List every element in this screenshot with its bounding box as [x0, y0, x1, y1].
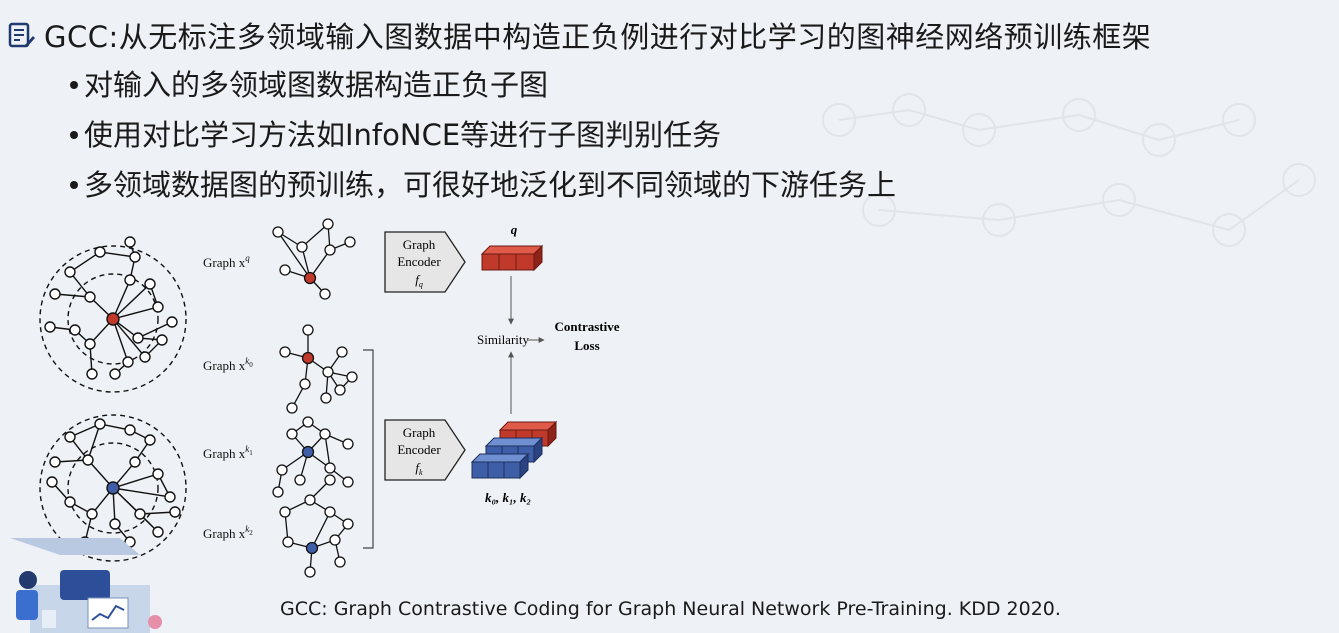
svg-text:Graph: Graph — [403, 237, 436, 252]
bullet-item: 对输入的多领域图数据构造正负子图 — [70, 60, 896, 110]
svg-text:Encoder: Encoder — [397, 442, 441, 457]
background-decoration — [822, 93, 1316, 247]
bullet-text: 多领域数据图的预训练，可很好地泛化到不同领域的下游任务上 — [84, 168, 897, 202]
bullet-item: 多领域数据图的预训练，可很好地泛化到不同领域的下游任务上 — [70, 160, 896, 210]
svg-text:fq: fq — [415, 272, 423, 289]
encoder-q: Graph Encoder fq — [384, 231, 466, 293]
slide-title-row: GCC:从无标注多领域输入图数据中构造正负例进行对比学习的图神经网络预训练框架 — [6, 14, 1151, 56]
graph-k2-label: Graph xk2 — [203, 524, 253, 541]
graph-k1-label: Graph xk1 — [203, 444, 253, 461]
subgraph-k2 — [279, 474, 354, 578]
slide-title: GCC:从无标注多领域输入图数据中构造正负例进行对比学习的图神经网络预训练框架 — [44, 20, 1152, 54]
bullet-text: 对输入的多领域图数据构造正负子图 — [84, 68, 549, 102]
notes-icon — [8, 22, 35, 48]
bullet-text: 使用对比学习方法如InfoNCE等进行子图判别任务 — [84, 118, 722, 152]
graph-q-label: Graph xq — [203, 253, 250, 270]
q-label: q — [511, 222, 518, 237]
source-graph-red — [39, 236, 187, 393]
loss-label-line2: Loss — [574, 338, 599, 353]
k-labels: k₀, k₁, k₂ — [485, 490, 531, 505]
encoder-k: Graph Encoder fk — [384, 419, 466, 481]
loss-label-line1: Contrastive — [555, 319, 620, 334]
graph-k0-label: Graph xk0 — [203, 356, 253, 373]
bullet-dot — [70, 131, 78, 139]
q-embedding — [480, 244, 544, 272]
svg-text:fk: fk — [415, 460, 423, 477]
subgraph-k0 — [279, 324, 358, 414]
source-graph-blue — [39, 414, 187, 562]
subgraph-q — [272, 218, 356, 300]
key-bracket — [363, 349, 374, 549]
citation: GCC: Graph Contrastive Coding for Graph … — [280, 598, 1061, 620]
svg-text:Encoder: Encoder — [397, 254, 441, 269]
corner-illustration — [10, 538, 162, 633]
gcc-framework-diagram: Graph xq Graph xk0 Graph xk1 Graph xk2 — [39, 218, 620, 578]
bullet-dot — [70, 81, 78, 89]
k-embeddings — [470, 420, 558, 480]
bullet-dot — [70, 181, 78, 189]
bullet-list: 对输入的多领域图数据构造正负子图 使用对比学习方法如InfoNCE等进行子图判别… — [70, 60, 896, 210]
similarity-label: Similarity — [477, 332, 530, 347]
bullet-item: 使用对比学习方法如InfoNCE等进行子图判别任务 — [70, 110, 896, 160]
svg-text:Graph: Graph — [403, 425, 436, 440]
subgraph-k1 — [272, 416, 354, 498]
